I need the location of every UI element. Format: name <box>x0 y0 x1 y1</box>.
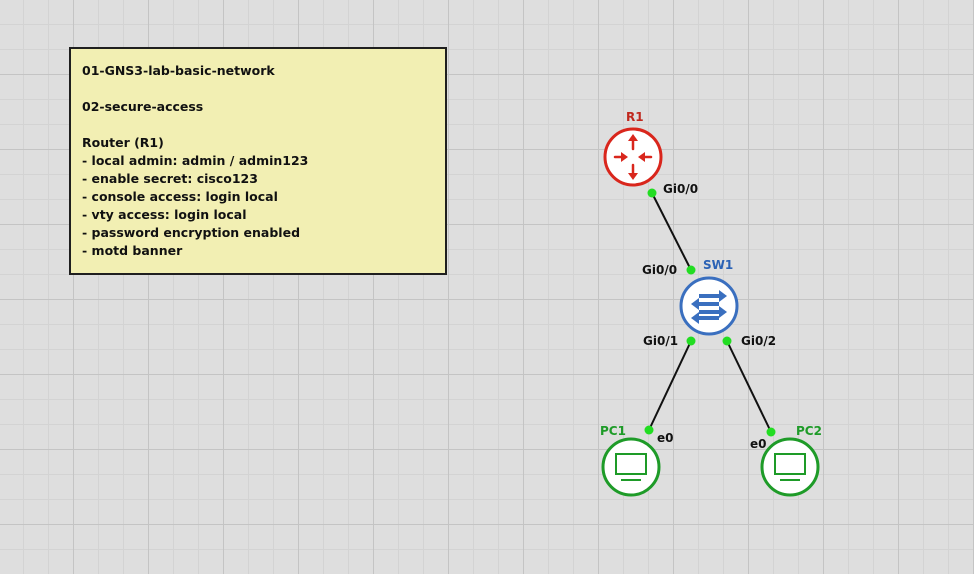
device-label-r1: R1 <box>626 110 644 124</box>
computer-icon <box>774 453 806 481</box>
note-line: 02-secure-access <box>82 99 204 114</box>
note-line: 01-GNS3-lab-basic-network <box>82 63 275 78</box>
port-dot-sw1-gi00[interactable] <box>686 265 696 275</box>
port-label-sw1-gi01: Gi0/1 <box>643 334 679 348</box>
device-label-pc2: PC2 <box>796 424 822 438</box>
port-dot-pc1-e0[interactable] <box>644 425 654 435</box>
router-icon <box>613 134 653 180</box>
port-dot-sw1-gi01[interactable] <box>686 336 696 346</box>
note-line: - local admin: admin / admin123 <box>82 153 309 168</box>
link-sw1-pc2[interactable] <box>726 340 772 433</box>
link-sw1-pc1[interactable] <box>648 340 692 431</box>
note-line: - enable secret: cisco123 <box>82 171 258 186</box>
port-dot-sw1-gi02[interactable] <box>722 336 732 346</box>
note-line: - motd banner <box>82 243 183 258</box>
device-label-sw1: SW1 <box>703 258 734 272</box>
pc-pc1[interactable] <box>601 437 661 497</box>
note-line: Router (R1) <box>82 135 164 150</box>
port-label-pc1-e0: e0 <box>657 431 674 445</box>
computer-icon <box>615 453 647 481</box>
port-label-pc2-e0: e0 <box>750 437 767 451</box>
port-dot-pc2-e0[interactable] <box>766 427 776 437</box>
lab-notes[interactable]: 01-GNS3-lab-basic-network 02-secure-acce… <box>69 47 447 275</box>
note-line: - password encryption enabled <box>82 225 301 240</box>
router-r1[interactable] <box>603 127 663 187</box>
switch-sw1[interactable] <box>679 276 739 336</box>
note-line: - console access: login local <box>82 189 278 204</box>
note-line: - vty access: login local <box>82 207 247 222</box>
pc-pc2[interactable] <box>760 437 820 497</box>
device-label-pc1: PC1 <box>600 424 626 438</box>
port-label-sw1-gi02: Gi0/2 <box>741 334 777 348</box>
port-label-sw1-gi00: Gi0/0 <box>642 263 678 277</box>
port-dot-r1-gi00[interactable] <box>647 188 657 198</box>
link-r1-sw1[interactable] <box>651 192 692 271</box>
switch-icon <box>691 290 727 324</box>
port-label-r1-gi00: Gi0/0 <box>663 182 699 196</box>
